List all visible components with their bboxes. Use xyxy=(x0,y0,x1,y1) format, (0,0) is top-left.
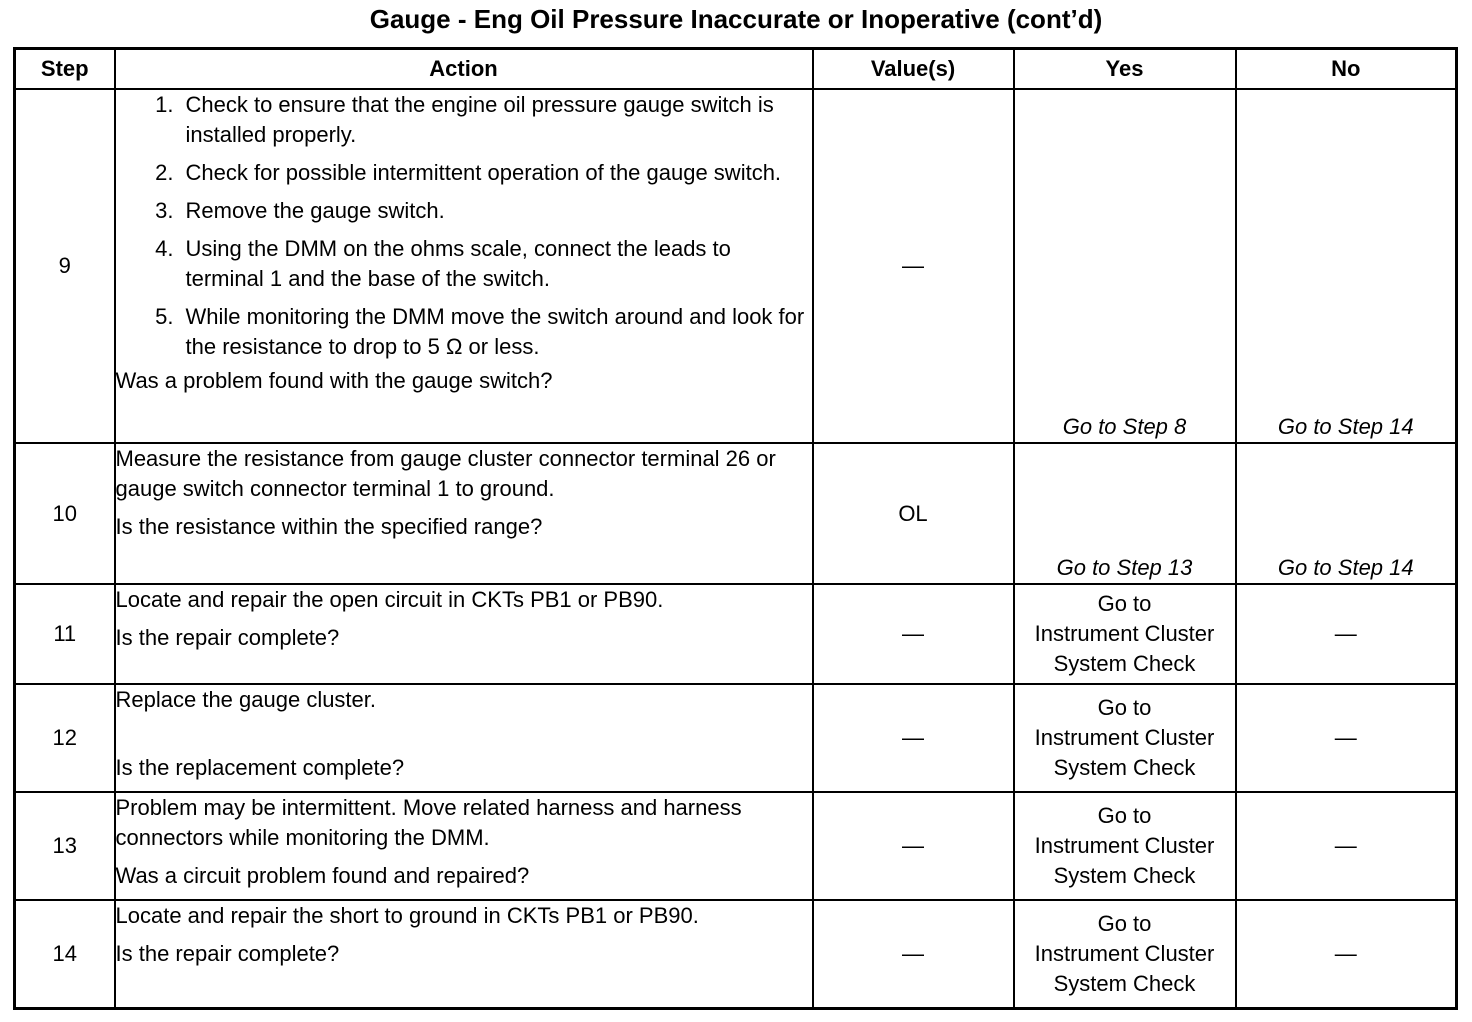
table-row: 9 1. Check to ensure that the engine oil … xyxy=(13,88,1458,444)
header-row: Step Action Value(s) Yes No xyxy=(13,47,1458,90)
yes-cell: Go to Instrument Cluster System Check xyxy=(1012,899,1237,1010)
yes-line: System Check xyxy=(1053,971,1196,996)
table-row: 12 Replace the gauge cluster. Is the rep… xyxy=(13,683,1458,793)
table-row: 13 Problem may be intermittent. Move rel… xyxy=(13,791,1458,901)
yes-line: Instrument Cluster xyxy=(1034,941,1215,966)
yes-line: Go to xyxy=(1097,695,1152,720)
yes-cell: Go to Instrument Cluster System Check xyxy=(1012,683,1237,793)
diagnostic-table: Step Action Value(s) Yes No 9 1. Check to… xyxy=(13,47,1458,1010)
yes-line: Instrument Cluster xyxy=(1034,621,1215,646)
value-cell: OL xyxy=(811,442,1015,585)
step-number: 14 xyxy=(13,899,116,1010)
no-cell: Go to Step 14 xyxy=(1234,442,1458,585)
list-text: Check to ensure that the engine oil pres… xyxy=(185,92,774,147)
question-text: Was a problem found with the gauge switc… xyxy=(115,368,553,393)
page-title: Gauge - Eng Oil Pressure Inaccurate or I… xyxy=(369,4,1103,34)
value-cell: — xyxy=(811,583,1015,685)
yes-cell: Go to Step 13 xyxy=(1012,442,1237,585)
value-cell: — xyxy=(811,88,1015,444)
question-text: Was a circuit problem found and repaired… xyxy=(115,863,530,888)
yes-line: Instrument Cluster xyxy=(1034,725,1215,750)
yes-cell: Go to Instrument Cluster System Check xyxy=(1012,791,1237,901)
no-cell: — xyxy=(1234,683,1458,793)
action-text: Locate and repair the short to ground in… xyxy=(115,903,699,928)
yes-line: System Check xyxy=(1053,755,1196,780)
list-text: While monitoring the DMM move the switch… xyxy=(185,304,805,359)
list-item: 2. Check for possible intermittent operat… xyxy=(116,158,812,188)
step-number: 13 xyxy=(13,791,116,901)
question-text: Is the replacement complete? xyxy=(115,755,405,780)
step-number: 10 xyxy=(13,442,116,585)
step-number: 11 xyxy=(13,583,116,685)
list-number: 4. xyxy=(155,236,174,261)
action-list: 1. Check to ensure that the engine oil pr… xyxy=(116,90,812,362)
table-row: 11 Locate and repair the open circuit in… xyxy=(13,583,1458,685)
action-cell: Problem may be intermittent. Move relate… xyxy=(113,791,814,901)
header-action: Action xyxy=(113,47,814,90)
action-text: Problem may be intermittent. Move relate… xyxy=(115,795,742,850)
list-item: 1. Check to ensure that the engine oil pr… xyxy=(116,90,812,150)
header-values: Value(s) xyxy=(811,47,1015,90)
yes-line: Instrument Cluster xyxy=(1034,833,1215,858)
question-text: Is the repair complete? xyxy=(115,941,340,966)
action-cell: Locate and repair the open circuit in CK… xyxy=(113,583,814,685)
yes-line: Go to xyxy=(1097,803,1152,828)
list-item: 4. Using the DMM on the ohms scale, conne… xyxy=(116,234,812,294)
header-no: No xyxy=(1234,47,1458,90)
no-cell: — xyxy=(1234,899,1458,1010)
action-cell: Replace the gauge cluster. Is the replac… xyxy=(113,683,814,793)
action-spacer xyxy=(116,715,812,753)
table-row: 14 Locate and repair the short to ground… xyxy=(13,899,1458,1010)
yes-line: Go to xyxy=(1097,591,1152,616)
list-number: 3. xyxy=(155,198,174,223)
list-item: 3. Remove the gauge switch. xyxy=(116,196,812,226)
table-row: 10 Measure the resistance from gauge clu… xyxy=(13,442,1458,585)
yes-line: Go to xyxy=(1097,911,1152,936)
no-cell: — xyxy=(1234,791,1458,901)
no-cell: Go to Step 14 xyxy=(1234,88,1458,444)
yes-line: System Check xyxy=(1053,651,1196,676)
action-cell: Measure the resistance from gauge cluste… xyxy=(113,442,814,585)
step-number: 12 xyxy=(13,683,116,793)
action-cell: 1. Check to ensure that the engine oil pr… xyxy=(113,88,814,444)
question-text: Is the repair complete? xyxy=(115,625,340,650)
question-text: Is the resistance within the specified r… xyxy=(115,514,543,539)
list-number: 1. xyxy=(155,92,174,117)
action-text: Measure the resistance from gauge cluste… xyxy=(115,446,776,501)
header-step: Step xyxy=(13,47,116,90)
action-text: Locate and repair the open circuit in CK… xyxy=(115,587,664,612)
list-item: 5. While monitoring the DMM move the swit… xyxy=(116,302,812,362)
action-text: Replace the gauge cluster. xyxy=(115,687,377,712)
yes-cell: Go to Step 8 xyxy=(1012,88,1237,444)
list-number: 2. xyxy=(155,160,174,185)
list-text: Check for possible intermittent operatio… xyxy=(185,160,782,185)
value-cell: — xyxy=(811,899,1015,1010)
list-text: Remove the gauge switch. xyxy=(185,198,445,223)
yes-line: System Check xyxy=(1053,863,1196,888)
yes-cell: Go to Instrument Cluster System Check xyxy=(1012,583,1237,685)
list-number: 5. xyxy=(155,304,174,329)
no-cell: — xyxy=(1234,583,1458,685)
header-yes: Yes xyxy=(1012,47,1237,90)
value-cell: — xyxy=(811,683,1015,793)
step-number: 9 xyxy=(13,88,116,444)
value-cell: — xyxy=(811,791,1015,901)
action-cell: Locate and repair the short to ground in… xyxy=(113,899,814,1010)
list-text: Using the DMM on the ohms scale, connect… xyxy=(185,236,731,291)
